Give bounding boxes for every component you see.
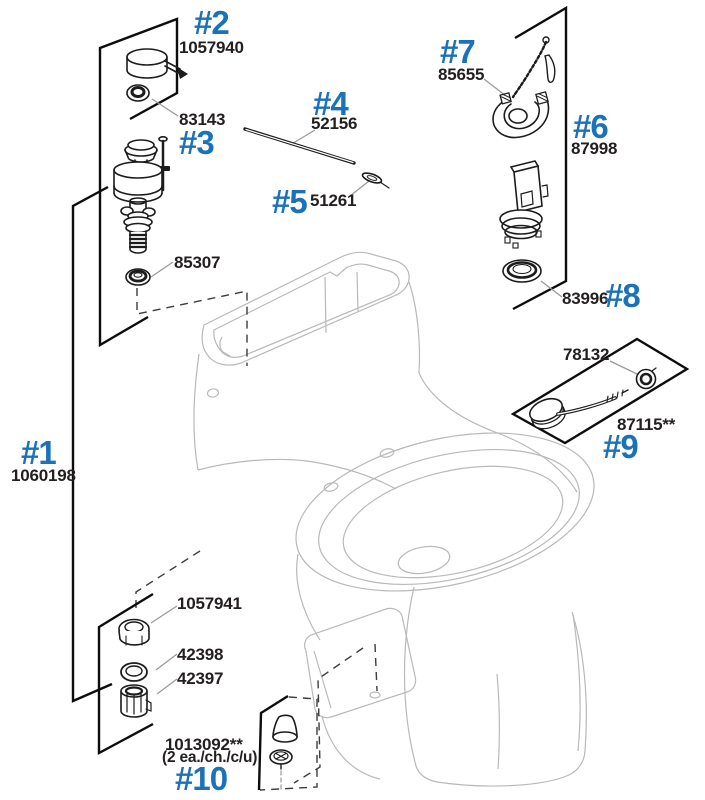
rod-clip: [361, 172, 390, 189]
panel-supply-outline: [97, 592, 154, 756]
callout-3: #3: [179, 124, 215, 161]
tank-supply-nut-1057941: [118, 618, 150, 646]
callout-4: #4: [313, 85, 349, 122]
flush-valve: [499, 160, 549, 249]
part-number-1057941: 1057941: [177, 594, 242, 613]
bracket-1: [71, 185, 113, 703]
callout-1: #1: [21, 434, 57, 471]
dash-fill-valve-to-tank: [136, 288, 248, 366]
trip-lever-nut-78132: [635, 367, 657, 390]
part-quantity-note: (2 ea./ch./c/u): [162, 749, 258, 766]
callout-7: #7: [440, 33, 476, 70]
part-number-42398: 42398: [177, 645, 224, 664]
callout-8: #8: [605, 277, 641, 314]
part-number-1060198: 1060198: [11, 466, 76, 485]
part-number-51261: 51261: [310, 191, 357, 210]
part-number-87115: 87115**: [617, 415, 676, 434]
supply-coupling-nut-42397: [120, 684, 152, 718]
part-number-42397: 42397: [177, 669, 224, 688]
supply-washer-42398: [120, 662, 148, 682]
part-number-83996: 83996: [562, 289, 609, 308]
bowl: [295, 432, 595, 592]
part-number-87998: 87998: [571, 139, 618, 158]
callout-9: #9: [603, 428, 639, 465]
bracket-6: [512, 5, 568, 311]
trip-lever: [528, 389, 629, 430]
toilet-line-art: [193, 251, 595, 787]
panel-2-3-outline: [98, 17, 179, 348]
flapper: [492, 36, 556, 139]
panel-10-outline: [257, 694, 289, 791]
dash-bolt-hole: [374, 643, 378, 692]
callout-2: #2: [194, 4, 230, 41]
part-number-1057940: 1057940: [179, 38, 244, 57]
alignment-dashes: [135, 288, 378, 791]
part-number-85655: 85655: [438, 65, 485, 84]
base: [296, 553, 587, 787]
callout-10: #10: [175, 760, 228, 797]
fill-valve: [113, 136, 170, 254]
part-number-78132: 78132: [563, 345, 610, 364]
dash-foot-outline: [293, 647, 364, 784]
leader-lines: [150, 78, 638, 695]
tank-body: [193, 281, 578, 493]
part-number-85307: 85307: [174, 253, 221, 272]
bracket-9: [510, 337, 690, 445]
tank-opening: [201, 251, 410, 398]
flush-valve-gasket: [502, 259, 542, 283]
dash-panel-10: [259, 696, 318, 791]
fill-valve-washer-85307: [125, 268, 151, 286]
callout-6: #6: [573, 108, 609, 145]
lift-rod: [243, 127, 356, 165]
callout-brackets: [71, 5, 690, 791]
part-number-52156: 52156: [311, 114, 358, 133]
closet-bolt: [269, 749, 293, 790]
tank-lock-cap: [126, 48, 188, 79]
part-number-1013092: 1013092**: [165, 735, 243, 754]
bolt-cap: [272, 714, 298, 743]
callout-5: #5: [272, 183, 308, 220]
part-number-83143: 83143: [179, 110, 226, 129]
grommet-83143: [126, 84, 150, 102]
